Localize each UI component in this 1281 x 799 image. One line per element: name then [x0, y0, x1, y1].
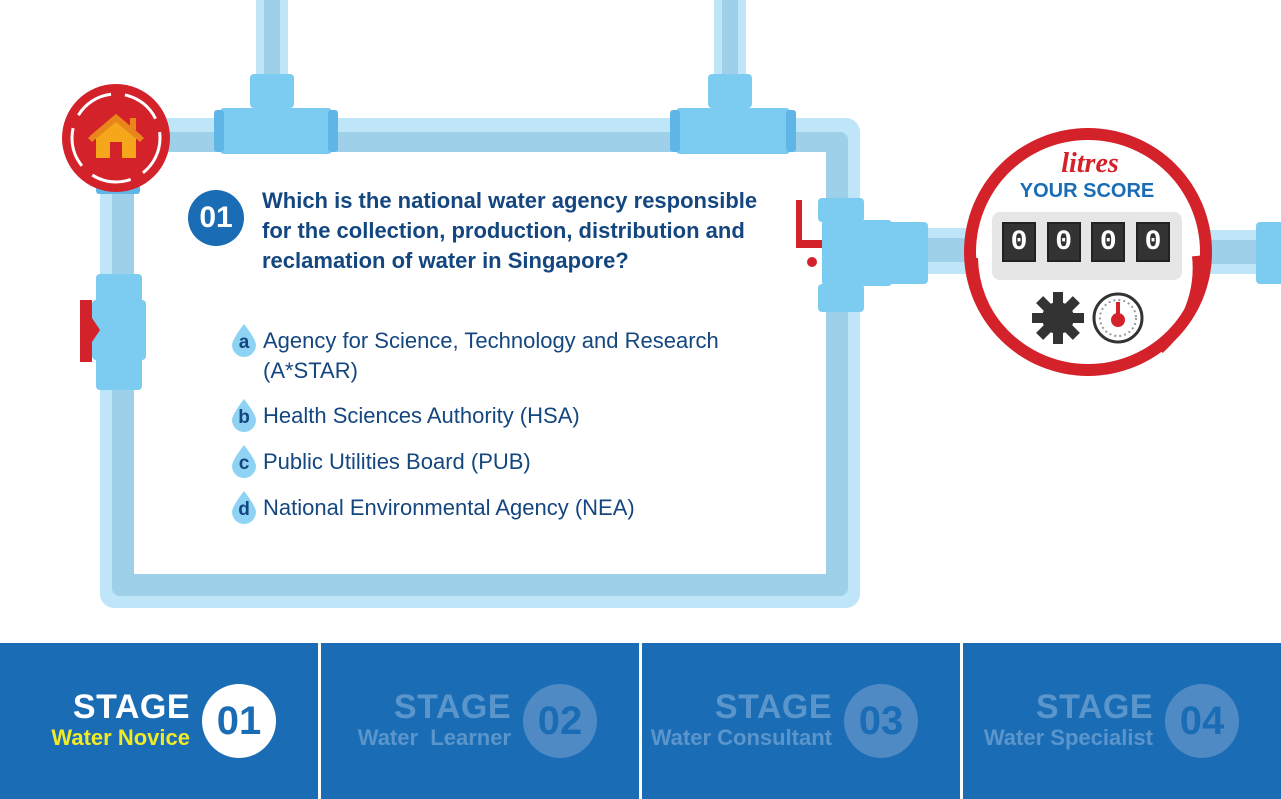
answer-text: National Environmental Agency (NEA) — [263, 495, 635, 520]
pipe-joint-right — [818, 198, 928, 312]
answer-text: Public Utilities Board (PUB) — [263, 449, 531, 474]
stage-label: STAGE — [72, 688, 190, 726]
stage-number-badge: 02 — [523, 684, 597, 758]
stage-name: Water Novice — [51, 725, 190, 750]
stage-name: Water Learner — [357, 725, 511, 750]
stage-2[interactable]: STAGE Water Learner 02 — [318, 643, 639, 799]
score-digit: 0 — [1002, 222, 1036, 262]
stage-name: Water Specialist — [983, 725, 1153, 750]
answer-text: Agency for Science, Technology and Resea… — [263, 328, 719, 383]
pipe-joint-top-left — [214, 74, 338, 154]
valve-handle-icon-right — [796, 200, 822, 267]
score-label: YOUR SCORE — [1019, 180, 1155, 202]
dial-gauge-icon — [1092, 292, 1144, 344]
score-unit: litres — [1061, 148, 1119, 179]
answer-option-c[interactable]: c Public Utilities Board (PUB) — [230, 444, 750, 478]
question-text: Which is the national water agency respo… — [262, 188, 758, 273]
pipe-joint-left — [92, 180, 146, 390]
home-button[interactable] — [62, 82, 172, 192]
pipe-joint-top-right — [670, 74, 796, 154]
home-icon — [62, 84, 170, 192]
answer-option-d[interactable]: d National Environmental Agency (NEA) — [230, 490, 750, 524]
stage-number-badge: 01 — [202, 684, 276, 758]
answer-text: Health Sciences Authority (HSA) — [263, 403, 580, 428]
water-drop-icon: d — [230, 490, 258, 524]
stage-name: Water Consultant — [650, 725, 832, 750]
stage-number-badge: 04 — [1165, 684, 1239, 758]
answer-option-b[interactable]: b Health Sciences Authority (HSA) — [230, 398, 750, 432]
stage-label: STAGE — [393, 688, 511, 726]
answer-option-a[interactable]: a Agency for Science, Technology and Res… — [230, 323, 750, 386]
valve-handle-icon-left — [80, 300, 100, 362]
score-digit: 0 — [1046, 222, 1081, 262]
stage-label: STAGE — [1035, 688, 1153, 726]
score-digit: 0 — [1135, 222, 1170, 262]
score-digit: 0 — [1091, 222, 1126, 262]
score-counter: 0 0 0 0 — [1002, 222, 1170, 266]
stage-1[interactable]: STAGE Water Novice 01 — [0, 643, 318, 799]
water-meter — [964, 128, 1212, 376]
stage-bar: STAGE Water Novice 01 STAGE Water Learne… — [0, 643, 1281, 799]
answer-list: a Agency for Science, Technology and Res… — [230, 323, 750, 539]
stage-3[interactable]: STAGE Water Consultant 03 — [639, 643, 960, 799]
stage-4[interactable]: STAGE Water Specialist 04 — [960, 643, 1281, 799]
stage-label: STAGE — [714, 688, 832, 726]
stage-number-badge: 03 — [844, 684, 918, 758]
water-drop-icon: c — [230, 444, 258, 478]
question-number-badge: 01 — [188, 190, 244, 246]
water-drop-icon: a — [230, 323, 258, 357]
gear-icon — [1032, 292, 1084, 344]
water-drop-icon: b — [230, 398, 258, 432]
